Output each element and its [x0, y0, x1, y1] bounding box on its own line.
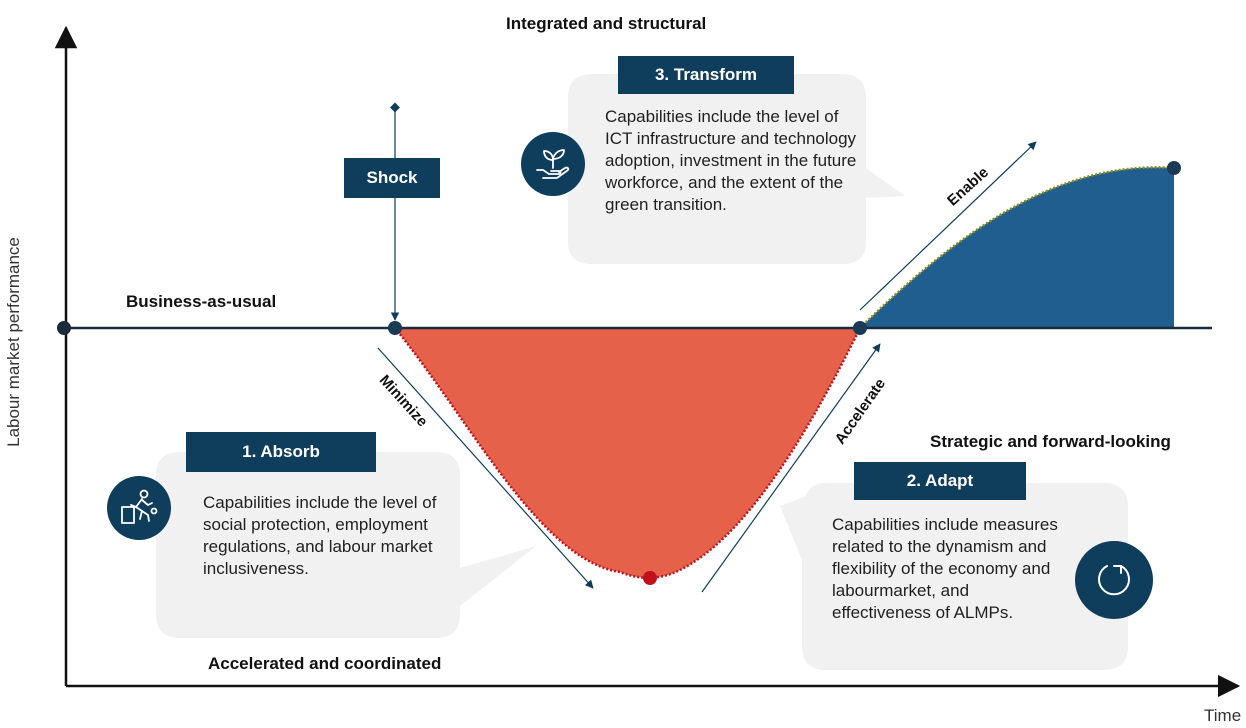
- transform-description: Capabilities include the level of ICT in…: [605, 107, 857, 214]
- enable-label: Enable: [944, 164, 992, 210]
- minimize-label: Minimize: [376, 372, 431, 430]
- top-heading: Integrated and structural: [506, 14, 707, 33]
- shock-point: [388, 321, 402, 335]
- y-axis-label: Labour market performance: [4, 237, 23, 447]
- bau-heading: Business-as-usual: [126, 292, 277, 311]
- enable-arrow: [859, 141, 1037, 311]
- circular-arrow-icon: [1075, 541, 1153, 619]
- adapt-title: 2. Adapt: [854, 462, 1026, 500]
- accelerate-label: Accelerate: [832, 375, 889, 447]
- transform-bubble: [568, 74, 905, 264]
- origin-point: [57, 321, 71, 335]
- trough-point: [643, 571, 657, 585]
- bottom-heading: Accelerated and coordinated: [208, 654, 442, 673]
- absorb-description: Capabilities include the level of social…: [203, 493, 437, 578]
- absorb-title: 1. Absorb: [186, 432, 376, 472]
- dip-area: [395, 328, 860, 578]
- shock-box: Shock: [344, 158, 440, 198]
- transform-title: 3. Transform: [618, 56, 794, 94]
- plant-in-hand-icon: [521, 132, 585, 196]
- growth-outline: [859, 166, 1175, 329]
- shock-line-top: [390, 102, 400, 113]
- right-heading: Strategic and forward-looking: [930, 432, 1171, 451]
- x-axis-label: Time: [1204, 706, 1242, 725]
- accelerate-arrow: [701, 343, 881, 593]
- absorb-bubble: [156, 452, 536, 638]
- minimize-arrow: [377, 347, 594, 589]
- peak-point: [1167, 161, 1181, 175]
- recovery-point: [853, 321, 867, 335]
- person-pushing-icon: [107, 476, 171, 540]
- adapt-description: Capabilities include measures related to…: [832, 515, 1058, 622]
- adapt-bubble: [780, 483, 1128, 670]
- growth-area: [860, 167, 1174, 328]
